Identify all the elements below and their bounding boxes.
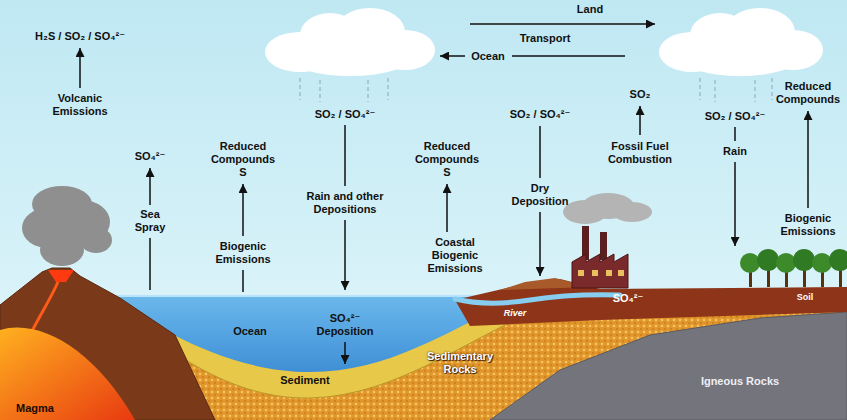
flow-line [734,127,736,141]
flow-line [539,126,541,178]
flow-arrow [79,48,81,88]
process-label: Rain [723,145,747,158]
chemical-label: SO₄²⁻ [613,292,644,305]
rain-streak [700,78,701,100]
flow-arrow [344,220,346,290]
flow-arrow [734,162,736,246]
lava-flow [30,282,58,335]
rain-streak [772,78,773,100]
flow-line [242,270,244,292]
transport-label: Land [577,3,603,16]
flow-arrow [639,106,641,135]
chemical-label: SO₂ / SO₄²⁻ [315,108,376,121]
chemical-label: Reduced Compounds [776,80,840,106]
tree-crown [793,249,815,271]
process-label: Biogenic Emissions [780,212,835,238]
volcano [0,268,215,420]
flow-arrow [149,168,151,205]
rain-streak [368,80,369,102]
flow-arrow [446,184,448,232]
flow-arrow [344,342,346,364]
factory [572,226,628,288]
cloud-puff [682,40,798,76]
factory-window [606,270,612,276]
region-label: Igneous Rocks [701,375,779,388]
process-label: Rain and other Depositions [298,190,392,216]
river-stream [455,295,620,304]
process-label: Volcanic Emissions [52,92,107,118]
chemical-label: SO₄²⁻ [135,150,166,163]
region-label: Soil [797,292,814,303]
chemical-label: Reduced Compounds S [415,140,479,179]
volcano-smoke [22,186,112,266]
rain-streaks [300,78,772,102]
rain-streak [715,80,716,102]
chemical-label: SO₂ / SO₄²⁻ [510,108,571,121]
transport-label: Transport [520,32,571,45]
chemical-label: H₂S / SO₂ / SO₄²⁻ [35,30,125,43]
tree-crown [812,253,832,273]
ocean-surface [105,295,525,297]
flow-line [149,238,151,290]
cloud-left [265,8,435,76]
rain-streak [388,78,389,100]
smoke-puff [32,186,92,222]
flow-arrow [539,212,541,276]
cloud-puff [290,40,410,76]
chemical-label: SO₂ [630,88,651,101]
factory-window [618,270,624,276]
igneous-rocks [490,312,847,420]
cloud-right [659,8,823,76]
smoke-puff [80,227,112,253]
flow-arrow [242,184,244,236]
rain-streak [300,78,301,100]
process-label: Biogenic Emissions [215,240,270,266]
chemical-label: SO₂ / SO₄²⁻ [705,110,766,123]
process-label: Coastal Biogenic Emissions [427,236,482,275]
smoke-puff [612,202,652,222]
region-label: Magma [16,402,54,415]
volcano-crater-lava [48,270,74,282]
transport-label: Ocean [471,50,505,63]
tree-crown [829,249,847,271]
region-label: River [504,308,527,319]
flow-arrows [80,24,808,364]
transport-arrow [470,23,655,25]
transport-arrow [440,55,465,57]
tree-crown [776,253,796,273]
region-label: Sediment [280,374,330,387]
chimney [600,232,607,260]
factory-smoke [563,193,652,224]
rain-streak [755,80,756,102]
flow-line [344,125,346,186]
rain-streak [320,80,321,102]
tree-crown [757,249,779,271]
factory-window [578,270,584,276]
factory-building [572,254,628,288]
process-label: Fossil Fuel Combustion [608,140,672,166]
trees [740,249,847,287]
process-label: Sea Spray [135,208,166,234]
transport-line [512,55,625,57]
factory-window [592,270,598,276]
region-label: Ocean [233,325,267,338]
tree-crown [740,253,760,273]
magma-chamber [0,328,135,420]
land-soil [455,279,847,326]
process-label: SO₄²⁻ Deposition [317,312,374,338]
region-label: Sedimentary Rocks [427,350,493,376]
process-label: Dry Deposition [512,182,569,208]
flow-arrow [807,111,809,208]
chemical-label: Reduced Compounds S [211,140,275,179]
